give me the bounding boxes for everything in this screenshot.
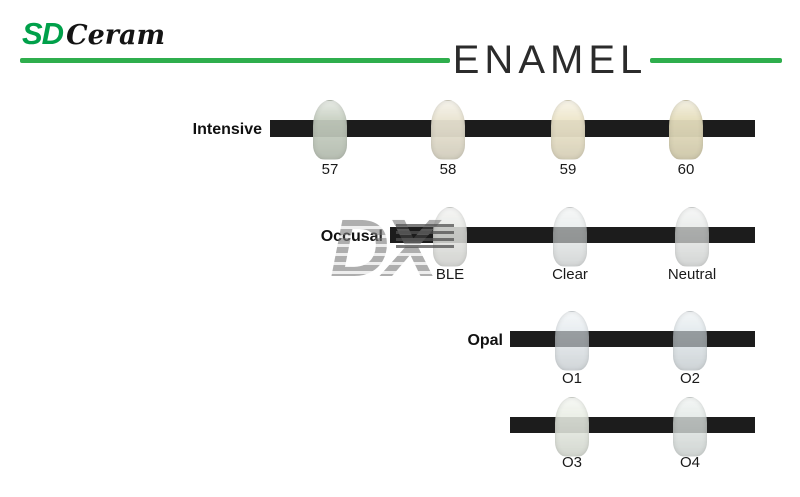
shade-tab-59 — [551, 100, 585, 160]
row-label-occusal: Occusal — [320, 228, 383, 245]
shade-tab-ble — [433, 207, 467, 267]
shade-tab-o3 — [555, 397, 589, 457]
shade-tab-57 — [313, 100, 347, 160]
shade-bar-opal-2 — [510, 417, 755, 433]
shade-tab-o1 — [555, 311, 589, 371]
shade-name-58: 58 — [439, 161, 457, 178]
shade-tab-neutral — [675, 207, 709, 267]
shade-bar-intensive — [270, 120, 755, 137]
row-label-intensive: Intensive — [192, 121, 262, 138]
header-divider-right — [650, 58, 782, 63]
shade-tab-o2 — [673, 311, 707, 371]
shade-bar-opal — [510, 331, 755, 347]
shade-tab-o4 — [673, 397, 707, 457]
shade-name-57: 57 — [321, 161, 339, 178]
shade-name-60: 60 — [677, 161, 695, 178]
shade-name-o4: O4 — [679, 454, 700, 471]
page-title: ENAMEL — [452, 38, 648, 82]
shade-tab-clear — [553, 207, 587, 267]
shade-name-59: 59 — [559, 161, 577, 178]
shade-name-o3: O3 — [561, 454, 582, 471]
shade-tab-60 — [669, 100, 703, 160]
shade-name-neutral: Neutral — [667, 266, 717, 283]
shade-name-ble: BLE — [435, 266, 465, 283]
shade-name-clear: Clear — [552, 266, 588, 283]
logo-sd-text: SD — [22, 16, 64, 51]
shade-name-o1: O1 — [561, 370, 582, 387]
shade-tab-58 — [431, 100, 465, 160]
row-label-opal: Opal — [467, 332, 503, 349]
shade-name-o2: O2 — [679, 370, 700, 387]
logo-ceram-text: Ceram — [66, 20, 166, 51]
header-divider-left — [20, 58, 450, 63]
